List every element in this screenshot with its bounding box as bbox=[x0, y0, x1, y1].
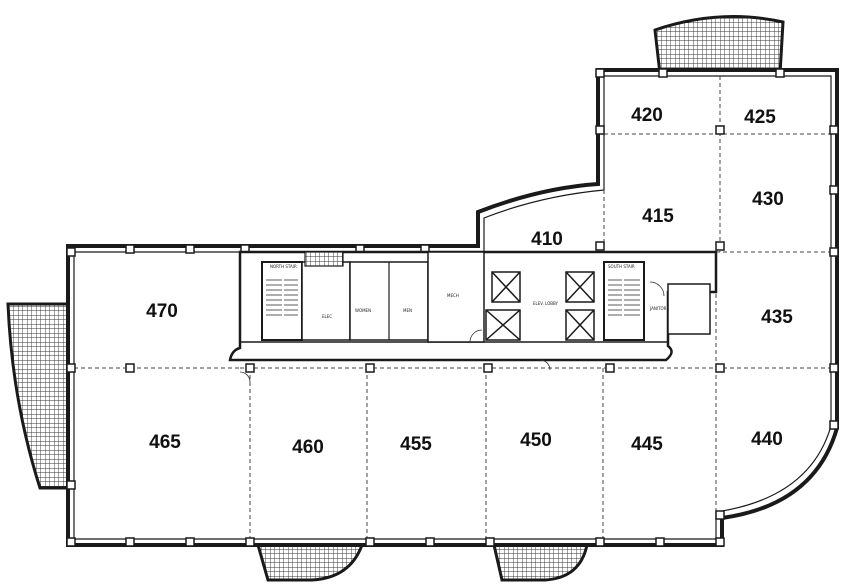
balcony-south-right bbox=[492, 543, 589, 582]
column bbox=[658, 68, 668, 78]
column bbox=[185, 244, 195, 254]
service-core: NORTH STAIR ELEC WOMEN MEN MECH ELEV. LO… bbox=[228, 250, 718, 383]
column bbox=[715, 241, 725, 251]
column bbox=[829, 185, 839, 195]
stair-right-label: SOUTH STAIR bbox=[608, 264, 635, 269]
mech-label: MECH bbox=[447, 293, 459, 298]
balcony-south-left bbox=[256, 543, 365, 582]
column bbox=[125, 363, 135, 373]
room-425-label: 425 bbox=[744, 107, 776, 128]
elec-label: ELEC bbox=[322, 314, 332, 319]
column bbox=[66, 363, 76, 373]
room-470-label: 470 bbox=[146, 301, 178, 322]
room-460-label: 460 bbox=[292, 437, 324, 458]
column bbox=[125, 244, 135, 254]
room-445-label: 445 bbox=[631, 434, 663, 455]
column bbox=[715, 125, 725, 135]
column bbox=[483, 363, 493, 373]
column bbox=[245, 363, 255, 373]
column bbox=[425, 537, 435, 547]
elev-lobby-label: ELEV. LOBBY bbox=[533, 301, 559, 306]
stair-left bbox=[261, 261, 303, 341]
column bbox=[829, 125, 839, 135]
stair-left-label: NORTH STAIR bbox=[270, 264, 297, 269]
stair-right bbox=[603, 261, 645, 341]
balcony-north bbox=[653, 15, 785, 76]
room-410-label: 410 bbox=[531, 229, 563, 250]
column bbox=[66, 537, 76, 547]
column bbox=[595, 537, 605, 547]
column bbox=[485, 537, 495, 547]
column bbox=[715, 537, 725, 547]
column bbox=[365, 363, 375, 373]
column bbox=[595, 241, 605, 251]
column bbox=[829, 247, 839, 257]
room-430-label: 430 bbox=[752, 189, 784, 210]
column bbox=[715, 510, 725, 520]
column bbox=[185, 537, 195, 547]
column bbox=[66, 247, 76, 257]
room-465-label: 465 bbox=[149, 432, 181, 453]
room-435-label: 435 bbox=[761, 307, 793, 328]
column bbox=[365, 537, 375, 547]
balconies bbox=[6, 15, 785, 582]
room-labels: 420 425 415 430 410 470 435 465 460 455 … bbox=[146, 105, 793, 458]
columns bbox=[66, 68, 839, 547]
column bbox=[125, 537, 135, 547]
balcony-west bbox=[6, 302, 72, 490]
column bbox=[829, 420, 839, 430]
womens-label: WOMEN bbox=[355, 308, 371, 313]
column bbox=[605, 363, 615, 373]
janitor-label: JANITOR bbox=[649, 306, 667, 311]
column bbox=[655, 537, 665, 547]
room-440-label: 440 bbox=[751, 429, 783, 450]
column bbox=[715, 363, 725, 373]
room-450-label: 450 bbox=[520, 430, 552, 451]
column bbox=[595, 68, 605, 78]
column bbox=[66, 480, 76, 490]
room-415-label: 415 bbox=[642, 206, 674, 227]
column bbox=[245, 537, 255, 547]
column bbox=[829, 363, 839, 373]
column bbox=[775, 68, 785, 78]
column bbox=[595, 125, 605, 135]
room-455-label: 455 bbox=[400, 434, 432, 455]
room-420-label: 420 bbox=[631, 105, 663, 126]
mens-label: MEN bbox=[403, 308, 412, 313]
